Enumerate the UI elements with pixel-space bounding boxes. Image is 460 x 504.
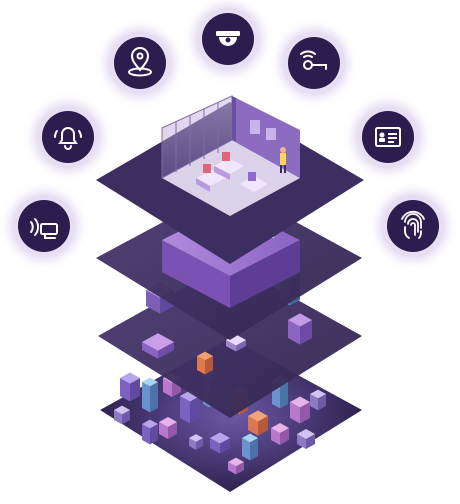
office-person <box>280 147 286 173</box>
city-building <box>142 377 158 413</box>
city-building <box>159 417 177 439</box>
campus-block <box>197 351 213 375</box>
fingerprint-icon <box>387 200 439 252</box>
city-building <box>297 429 315 449</box>
office-floor <box>162 140 300 216</box>
city-building <box>271 423 289 445</box>
city-building <box>248 410 268 436</box>
campus-block <box>142 333 174 359</box>
city-building <box>189 434 203 450</box>
smart-door-lock-icon <box>288 37 340 89</box>
alarm-bell-icon <box>42 111 94 163</box>
city-building <box>310 389 326 411</box>
dome-camera-icon <box>202 13 254 65</box>
city-building <box>114 405 130 425</box>
city-building <box>228 457 244 475</box>
city-building <box>120 372 140 402</box>
office-interior-layer <box>96 95 364 264</box>
id-badge-icon <box>362 111 414 163</box>
card-reader-access-icon <box>18 200 70 252</box>
city-building <box>180 390 200 424</box>
location-pin-icon <box>114 37 166 89</box>
city-building <box>210 432 230 454</box>
city-building <box>242 433 258 461</box>
glass-mullions <box>175 102 219 172</box>
campus-block <box>288 313 312 345</box>
office-desks <box>196 152 268 192</box>
city-building <box>290 396 310 424</box>
city-building <box>142 419 158 445</box>
